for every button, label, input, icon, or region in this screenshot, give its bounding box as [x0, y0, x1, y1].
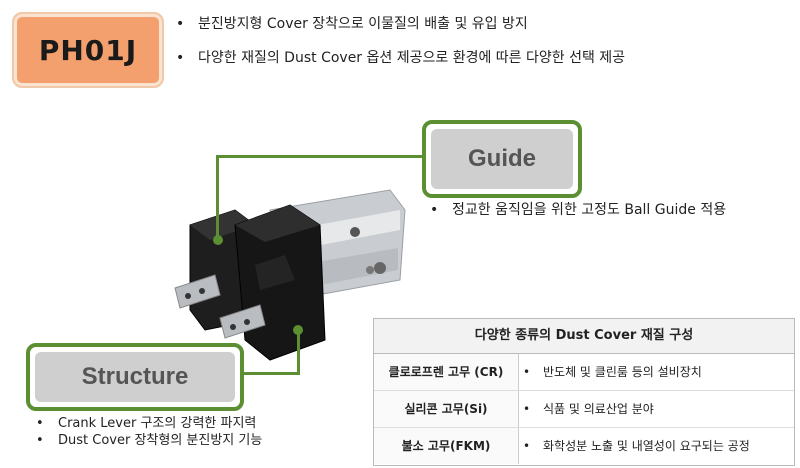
usage-text: 반도체 및 클린룸 등의 설비장치 — [543, 365, 702, 379]
table-row: 불소 고무(FKM) •화학성분 노출 및 내열성이 요구되는 공정 — [374, 428, 794, 464]
structure-point: Dust Cover 장착형의 분진방지 기능 — [36, 432, 262, 449]
guide-title: Guide — [431, 129, 573, 189]
material-cell: 실리콘 고무(Si) — [374, 391, 519, 427]
feature-list: 분진방지형 Cover 장착으로 이물질의 배출 및 유입 방지 다양한 재질의… — [176, 14, 625, 82]
model-label: PH01J — [38, 33, 138, 67]
dust-cover-table: 다양한 종류의 Dust Cover 재질 구성 클로로프렌 고무 (CR) •… — [373, 318, 795, 466]
feature-item: 분진방지형 Cover 장착으로 이물질의 배출 및 유입 방지 — [176, 14, 625, 48]
structure-connector — [235, 372, 300, 375]
structure-connector — [297, 330, 300, 374]
usage-text: 식품 및 의료산업 분야 — [543, 402, 654, 416]
structure-marker — [293, 325, 303, 335]
table-row: 클로로프렌 고무 (CR) •반도체 및 클린룸 등의 설비장치 — [374, 354, 794, 391]
model-badge: PH01J — [12, 12, 164, 88]
guide-callout: Guide — [422, 120, 582, 198]
guide-connector — [216, 155, 219, 238]
usage-text: 화학성분 노출 및 내열성이 요구되는 공정 — [543, 439, 750, 453]
structure-points: Crank Lever 구조의 강력한 파지력 Dust Cover 장착형의 … — [36, 415, 262, 449]
usage-cell: •식품 및 의료산업 분야 — [523, 402, 654, 416]
usage-cell: •반도체 및 클린룸 등의 설비장치 — [523, 365, 702, 379]
usage-cell: •화학성분 노출 및 내열성이 요구되는 공정 — [523, 439, 750, 453]
feature-item: 다양한 재질의 Dust Cover 옵션 제공으로 환경에 따른 다양한 선택… — [176, 48, 625, 82]
structure-title: Structure — [35, 352, 235, 402]
guide-connector — [216, 155, 424, 158]
structure-callout: Structure — [26, 343, 244, 411]
guide-marker — [213, 235, 223, 245]
structure-point: Crank Lever 구조의 강력한 파지력 — [36, 415, 262, 432]
table-title: 다양한 종류의 Dust Cover 재질 구성 — [374, 319, 794, 354]
material-cell: 클로로프렌 고무 (CR) — [374, 354, 519, 390]
guide-point: 정교한 움직임을 위한 고정도 Ball Guide 적용 — [430, 202, 726, 219]
material-cell: 불소 고무(FKM) — [374, 428, 519, 464]
gripper-product-image — [174, 189, 406, 361]
table-row: 실리콘 고무(Si) •식품 및 의료산업 분야 — [374, 391, 794, 428]
guide-points: 정교한 움직임을 위한 고정도 Ball Guide 적용 — [430, 202, 726, 219]
